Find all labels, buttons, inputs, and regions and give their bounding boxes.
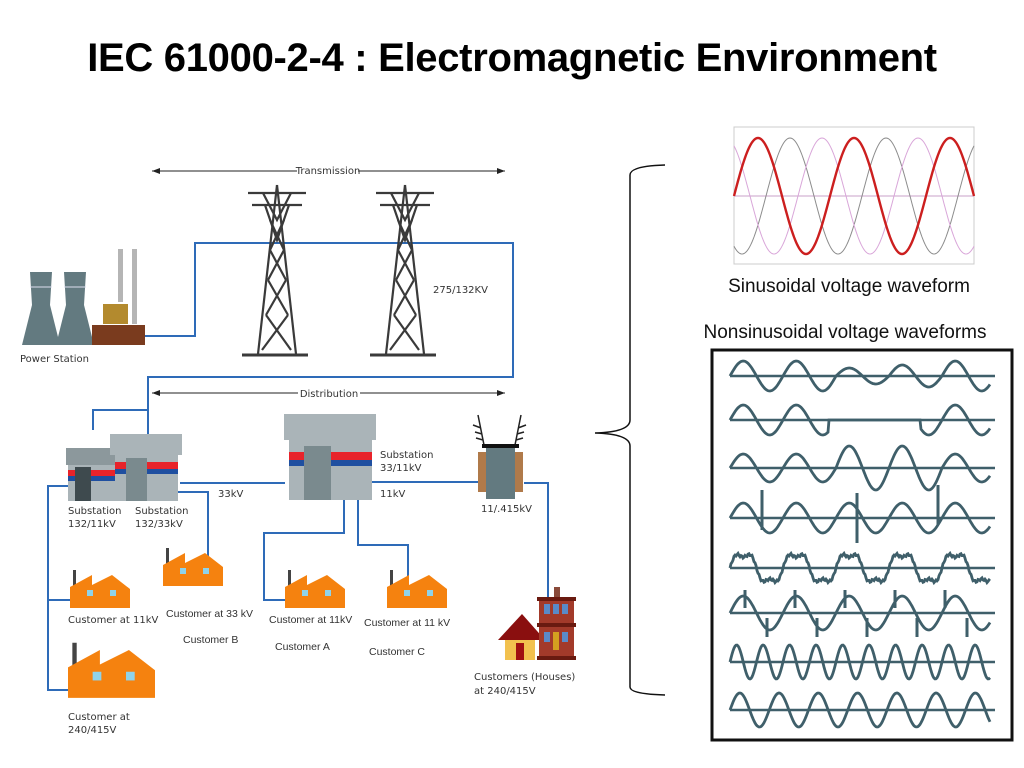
factory-icon xyxy=(70,570,130,608)
customer-a-label: Customer at 11kV xyxy=(269,614,352,626)
customer-a-name: Customer A xyxy=(275,641,330,653)
customer-b-label: Customer at 33 kV xyxy=(166,608,253,620)
substation-2-voltage: 132/33kV xyxy=(135,519,183,530)
transformer-label: 11/.415kV xyxy=(481,504,532,515)
power-station-icon: Power Station xyxy=(20,249,145,365)
page-title: IEC 61000-2-4 : Electromagnetic Environm… xyxy=(87,36,937,80)
line-33kv-label: 33kV xyxy=(218,489,244,500)
factory-icon xyxy=(387,570,447,608)
waveform-interruption xyxy=(728,403,995,437)
waveform-transient-notches xyxy=(728,485,995,543)
substation-33-11-icon: Substation 33/11kV xyxy=(284,414,433,500)
substation-132-11-icon: Substation 132/11kV xyxy=(66,448,121,530)
houses-voltage: at 240/415V xyxy=(474,686,536,697)
curly-brace xyxy=(594,164,666,696)
power-wires xyxy=(47,242,549,691)
transmission-span: Transmission xyxy=(152,166,505,177)
substation-3-voltage: 33/11kV xyxy=(380,463,422,474)
substation-1-voltage: 132/11kV xyxy=(68,519,116,530)
waveform-notching xyxy=(728,590,995,637)
customer-b-name: Customer B xyxy=(183,634,238,646)
houses-icon xyxy=(498,587,576,660)
transmission-tower-icon xyxy=(242,184,308,357)
factory-icon xyxy=(163,548,223,586)
transmission-tower-icon xyxy=(370,184,436,357)
transmission-label: Transmission xyxy=(295,166,361,177)
customer-1-label: Customer at 11kV xyxy=(68,615,158,626)
substation-132-33-icon: Substation 132/33kV xyxy=(110,434,188,530)
sinusoidal-waveform-chart: Sinusoidal voltage waveform xyxy=(728,126,976,297)
customer-c-name: Customer C xyxy=(369,646,425,658)
phase-wave xyxy=(732,136,976,256)
nonsinusoidal-waveform-panel xyxy=(710,348,1014,742)
substation-2-label: Substation xyxy=(135,506,188,517)
customer-lv-voltage: 240/415V xyxy=(68,725,117,736)
waveform-harmonic-distortion xyxy=(728,550,995,586)
customer-c-label: Customer at 11 kV xyxy=(364,617,450,629)
waveform-amplitude-variation xyxy=(728,359,995,393)
power-station-label: Power Station xyxy=(20,354,89,365)
customer-lv-label: Customer at xyxy=(68,712,130,723)
transmission-voltage-label: 275/132KV xyxy=(433,285,488,296)
waveform-frequency-variation xyxy=(728,643,995,681)
factory-icon xyxy=(68,642,155,698)
line-11kv-label: 11kV xyxy=(380,489,406,500)
factory-icon xyxy=(285,570,345,608)
pole-transformer-icon: 11/.415kV xyxy=(472,414,532,515)
waveform-pure-sine xyxy=(728,691,995,729)
sinusoidal-caption: Sinusoidal voltage waveform xyxy=(728,276,970,297)
substation-1-label: Substation xyxy=(68,506,121,517)
waveform-swell xyxy=(728,444,995,492)
distribution-span: Distribution xyxy=(152,389,505,400)
nonsinusoidal-caption: Nonsinusoidal voltage waveforms xyxy=(703,322,986,343)
substation-3-label: Substation xyxy=(380,450,433,461)
distribution-label: Distribution xyxy=(300,389,358,400)
houses-label: Customers (Houses) xyxy=(474,672,575,683)
